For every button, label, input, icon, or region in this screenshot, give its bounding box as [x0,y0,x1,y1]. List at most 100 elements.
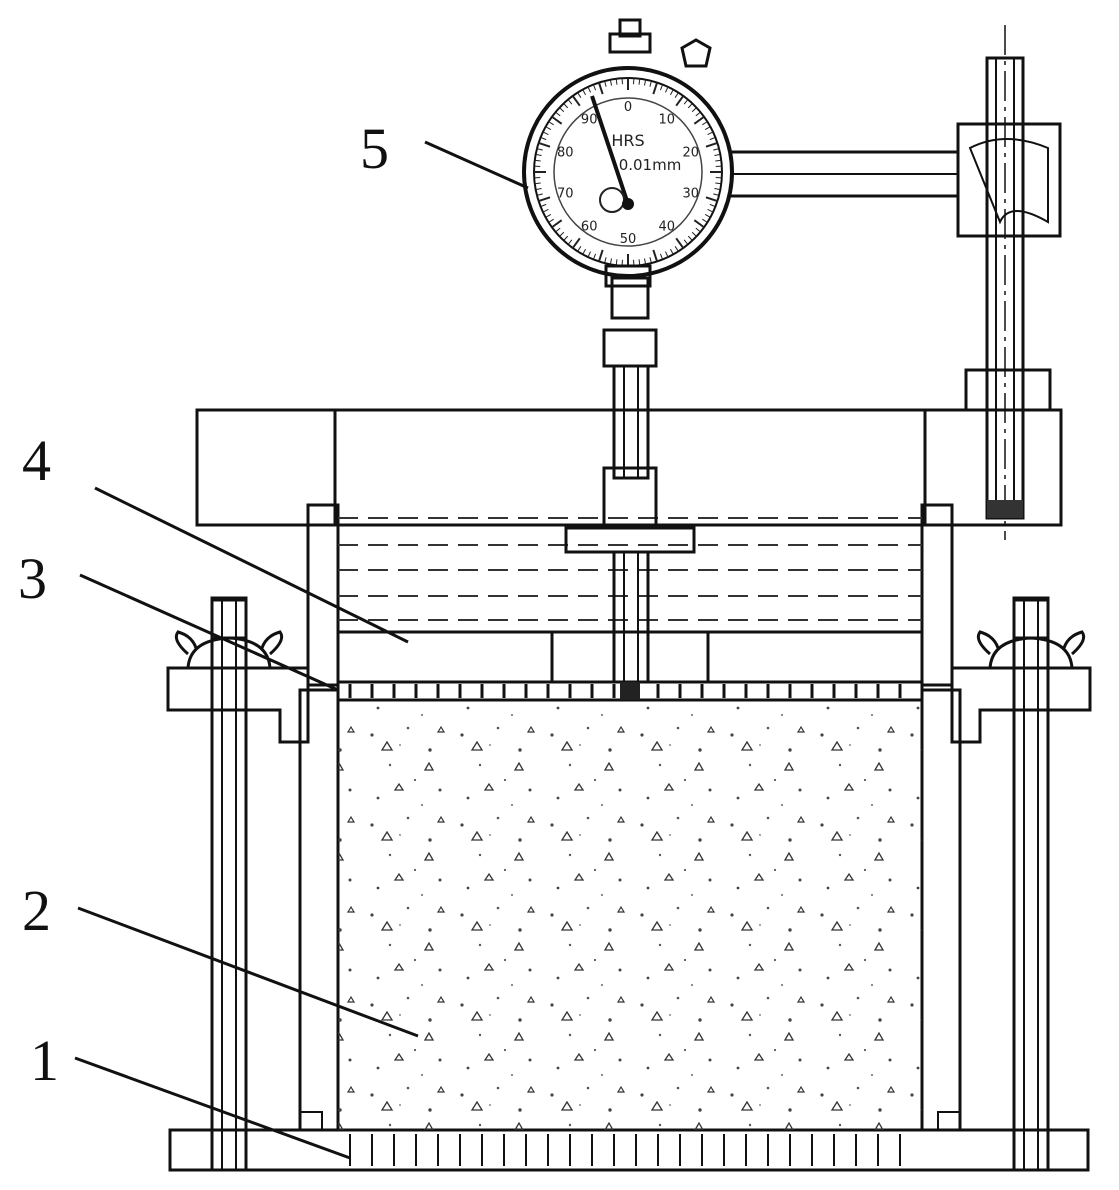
dial-tick [571,237,581,249]
dial-stand [956,25,1062,540]
dial-tick [704,213,711,218]
dial-tick [548,121,554,126]
dial-ticks [534,78,722,266]
dial-tick [598,249,604,262]
leader-1 [74,1056,351,1160]
dial-tick [665,86,669,93]
dial-tick [563,235,569,241]
dial-tick [659,84,664,91]
right-flange [950,666,1092,744]
dial-tick [609,79,613,86]
dial-tick [687,235,693,241]
dial-tick [683,239,689,245]
dial-arm [722,150,960,198]
dial-tick [707,209,714,213]
dial-tick [535,153,542,157]
dial-tick [665,251,669,258]
dial-number: 80 [557,146,574,161]
loading-plate [336,630,924,684]
dial-tick [714,153,721,157]
dial-tick [559,231,565,237]
dial-tick [534,182,541,185]
dial-tick [713,193,720,196]
dial-tick [587,251,591,258]
dial-tick [582,248,587,255]
dial-tick [577,92,582,98]
dial-tick [567,239,573,245]
left-flange [166,666,310,744]
dial-tick [535,187,542,191]
dial-tick [551,115,563,125]
dial-tick [669,89,674,96]
dial-number: 50 [620,232,637,247]
dial-number: 0 [624,100,632,115]
dial-tick [704,126,711,131]
dial-number: 20 [682,146,699,161]
dial-tick [592,84,597,91]
dial-tick [536,148,543,151]
dial-tick [609,258,613,265]
dial-tick [652,82,658,95]
dial-number: 10 [659,113,676,128]
dial-tick [674,246,679,252]
dial-tick [555,227,561,233]
dial-tick [707,131,714,135]
dial-tick [571,95,581,107]
dial-tick [675,237,685,249]
leader-2 [77,906,419,1038]
leader-4 [94,486,409,644]
dial-number: 60 [581,219,598,234]
dial-number: 70 [557,186,574,201]
dial-tick [643,258,647,265]
dial-tick [542,209,549,213]
dial-tick [702,121,708,126]
dial-tick [669,248,674,255]
right-tie-rod [1012,598,1050,1172]
dial-tick [615,259,618,266]
dial-tick [545,126,552,131]
dial-tick [675,95,685,107]
dial-tick [604,80,607,87]
dial-resolution: 0.01mm [619,156,682,174]
dial-needle [590,95,630,205]
dial-tick [567,99,573,105]
dial-number: 30 [682,186,699,201]
dial-tick [714,187,721,191]
dial-tick [534,159,541,162]
dial-brand: HRS [611,131,644,150]
dial-tick [705,142,718,148]
dial-tick [649,80,652,87]
label-3: 3 [18,546,47,611]
dial-tick [582,89,587,96]
dial-tick [652,249,658,262]
dial-tick [598,82,604,95]
dial-tick [683,99,689,105]
dial-tick [592,253,597,260]
dial-tick [695,111,701,117]
dial-tick [695,227,701,233]
label-2: 2 [22,878,51,943]
plunger-stem [564,276,696,700]
right-wing-nut [976,596,1086,670]
base-porous-slits [349,1134,901,1166]
dial-tick [693,115,705,125]
label-4: 4 [22,428,51,493]
dial-number: 40 [659,219,676,234]
dial-tick [687,103,693,109]
soil-sample [338,700,922,1130]
dial-tick [577,246,582,252]
water-layer [338,517,922,621]
dial-tick [713,148,720,151]
dial-tick [559,107,565,113]
dial-tick [548,218,554,223]
dial-tick [540,136,547,141]
dial-tick [638,259,641,266]
leader-5 [424,140,529,190]
dial-tick [638,78,641,85]
leader-lines [74,140,529,1160]
dial-tick [691,231,697,237]
dial-tick [709,203,716,208]
